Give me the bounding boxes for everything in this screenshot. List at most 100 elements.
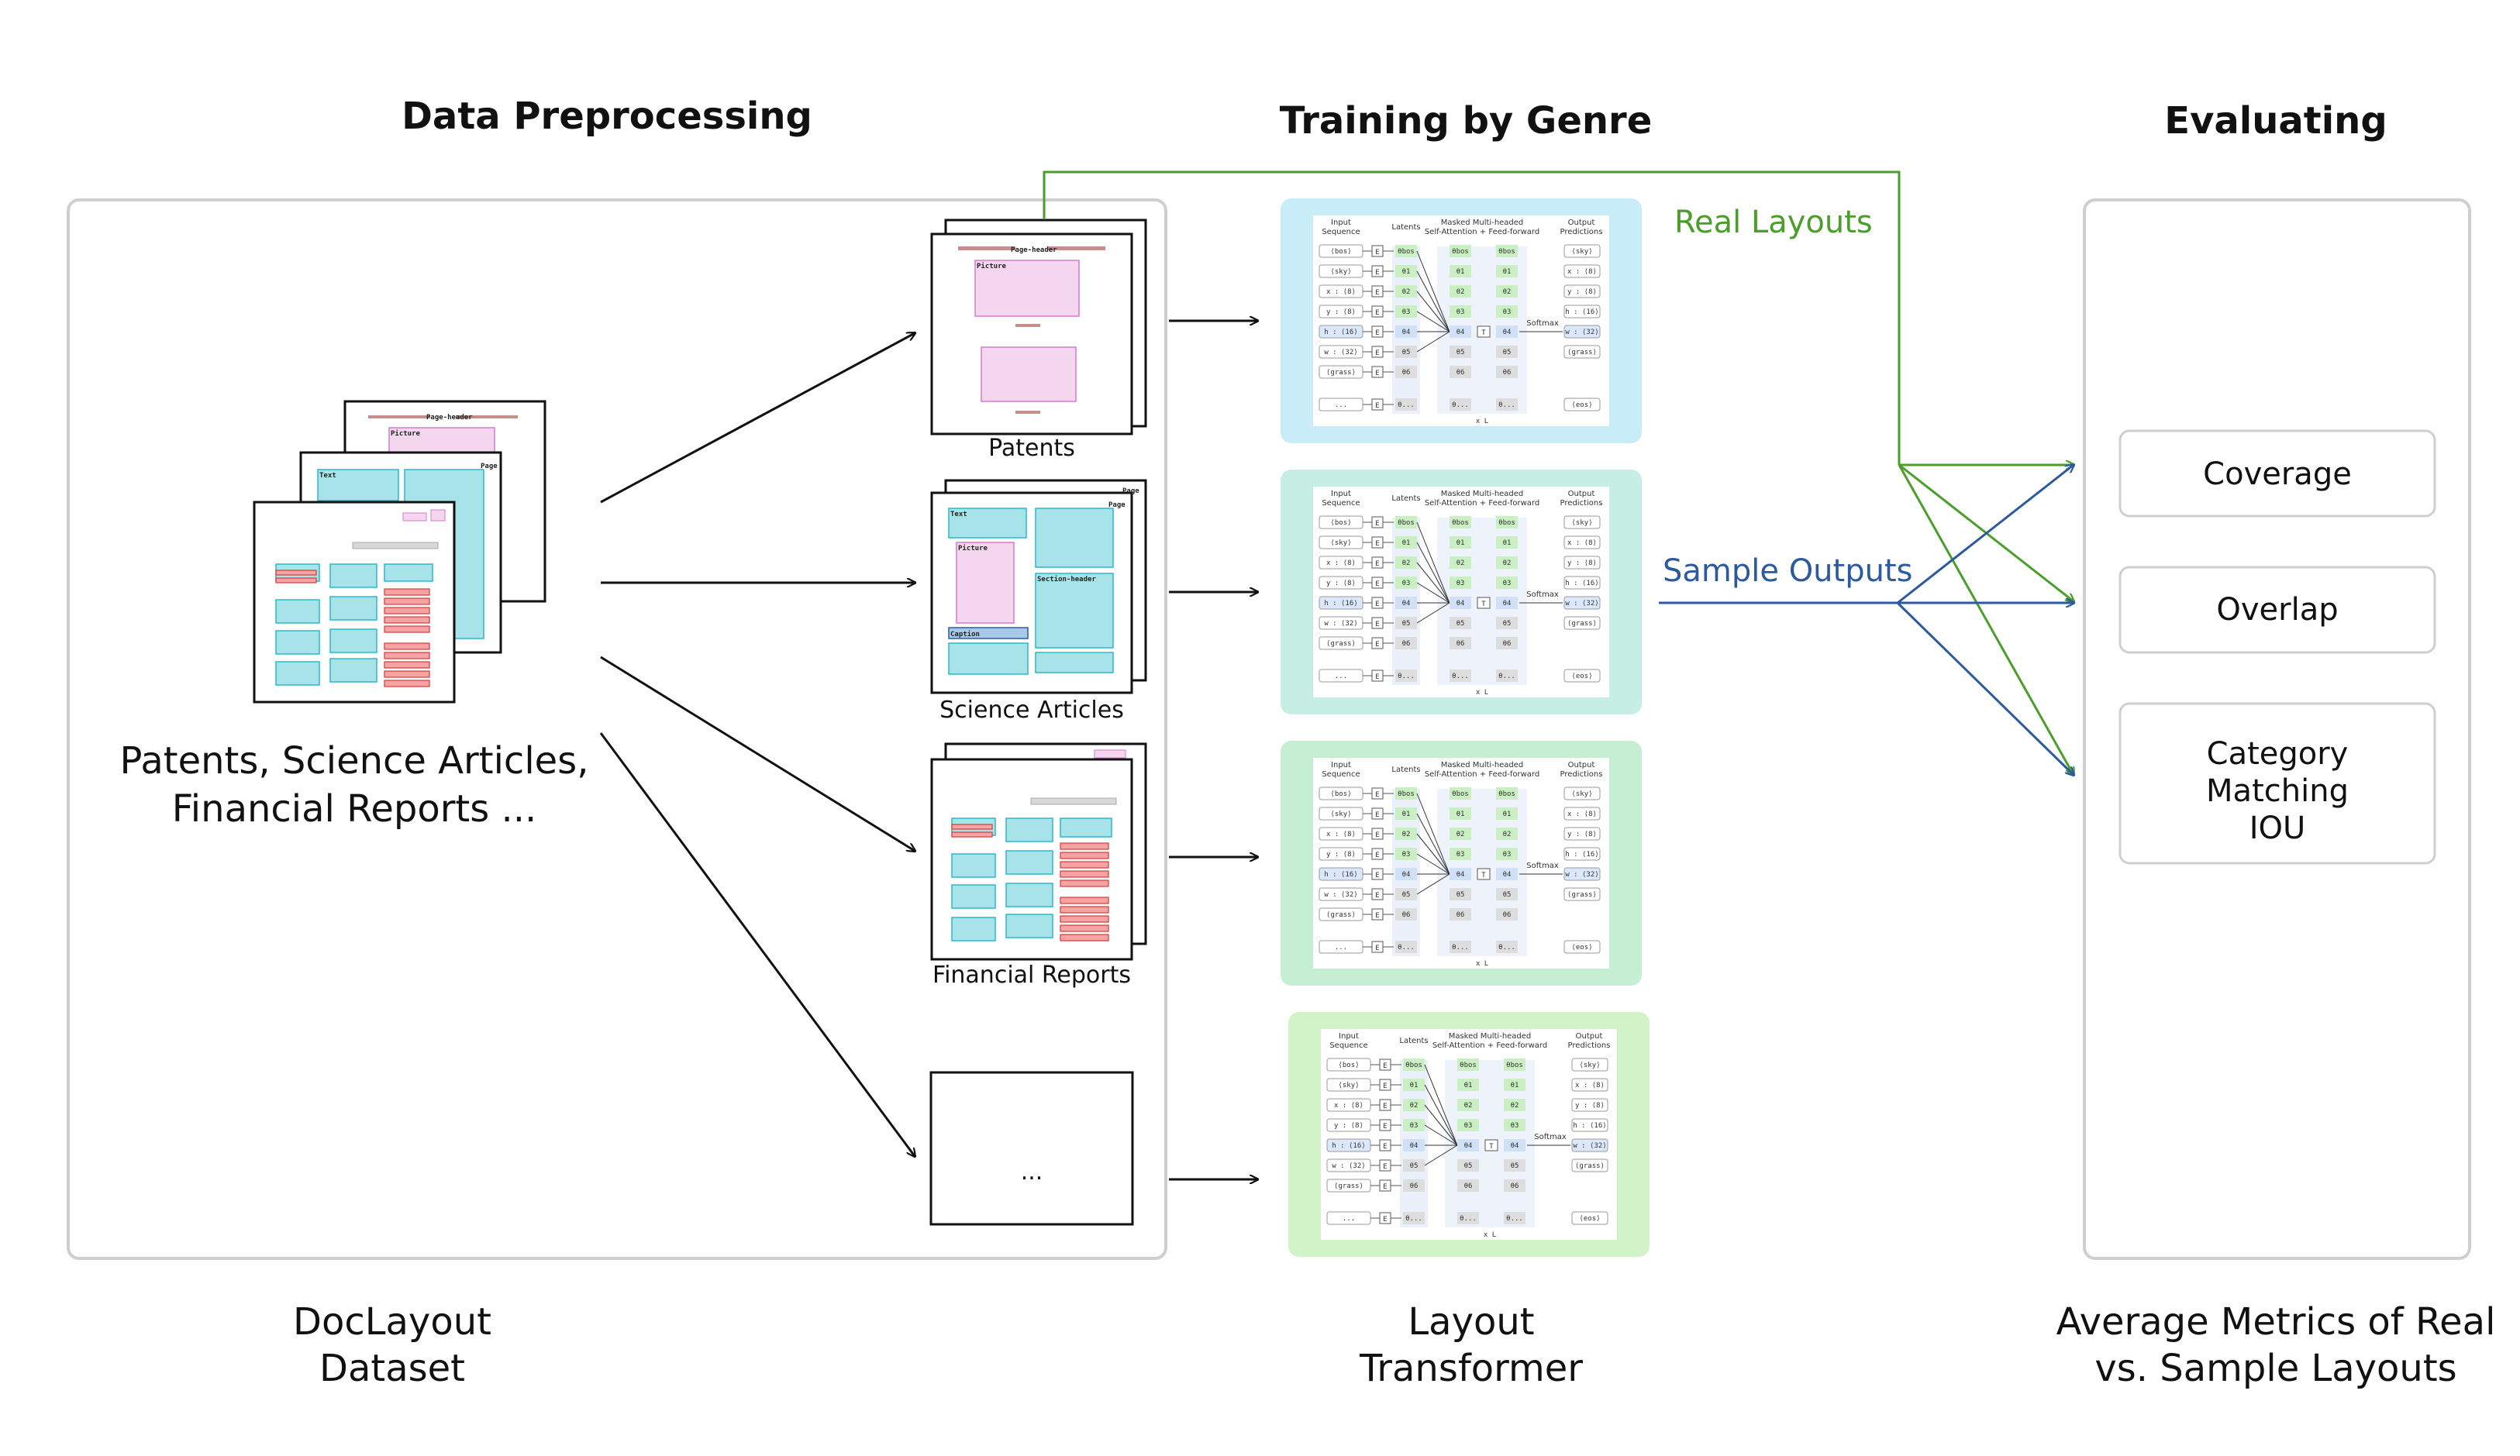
latents-header: Latents xyxy=(1391,766,1420,774)
input-token-label: y : ⟨8⟩ xyxy=(1326,308,1356,316)
output-token-label: ⟨grass⟩ xyxy=(1567,620,1597,628)
transformer-caption-line1: Layout xyxy=(1408,1300,1534,1344)
metrics-caption-line2: vs. Sample Layouts xyxy=(2094,1347,2456,1390)
output-token-label: ⟨eos⟩ xyxy=(1571,401,1592,409)
input-header: Input xyxy=(1331,490,1351,498)
latent-label: θ3 xyxy=(1402,580,1411,587)
latent-token xyxy=(1395,597,1417,609)
latent-label: θ3 xyxy=(1402,851,1411,859)
output-token xyxy=(1563,616,1601,630)
output-token xyxy=(1563,669,1601,683)
latent-label: θ... xyxy=(1405,1215,1422,1223)
svg-text:Page: Page xyxy=(1108,501,1126,509)
input-header: Input xyxy=(1331,219,1351,227)
input-token-label: ⟨grass⟩ xyxy=(1326,640,1356,648)
embed-symbol: E xyxy=(1375,831,1379,839)
attn-token xyxy=(1496,637,1518,649)
output-token xyxy=(1571,1098,1608,1112)
embed-symbol: E xyxy=(1375,791,1379,799)
input-token-label: ⟨grass⟩ xyxy=(1326,369,1356,377)
attn-token-label: θ1 xyxy=(1503,268,1512,276)
attn-token xyxy=(1450,285,1471,298)
embed-symbol: E xyxy=(1375,289,1379,297)
latent-label: θbos xyxy=(1398,248,1415,256)
embed-symbol: E xyxy=(1375,520,1379,528)
svg-text:Text: Text xyxy=(950,511,967,518)
attn-token xyxy=(1450,908,1471,921)
attn-token xyxy=(1496,908,1518,921)
svg-text:Page-header: Page-header xyxy=(1011,246,1057,254)
embed-symbol: E xyxy=(1383,1183,1387,1191)
softmax-label: Softmax xyxy=(1526,862,1559,870)
attn-token-label: θ... xyxy=(1452,401,1469,409)
svg-text:Picture: Picture xyxy=(958,544,988,552)
output-header: Predictions xyxy=(1568,1041,1611,1050)
latent-label: θ2 xyxy=(1402,559,1411,567)
latent-label: θ2 xyxy=(1402,288,1411,296)
output-header: Output xyxy=(1568,219,1595,227)
embed-symbol: E xyxy=(1375,402,1379,410)
attn-token-label: θ2 xyxy=(1456,559,1465,567)
latents-header: Latents xyxy=(1391,223,1420,232)
attn-token xyxy=(1450,366,1471,378)
output-token-label: x : ⟨8⟩ xyxy=(1567,811,1597,818)
attn-token-label: θ3 xyxy=(1456,851,1465,859)
attn-token xyxy=(1450,597,1471,609)
embed-symbol: E xyxy=(1375,811,1379,819)
latent-label: θ1 xyxy=(1402,268,1411,276)
output-token xyxy=(1563,325,1601,339)
attn-token xyxy=(1450,536,1471,549)
latent-token xyxy=(1395,285,1417,298)
attn-token-label: θbos xyxy=(1460,1062,1477,1069)
attn-token-label: θ3 xyxy=(1503,308,1512,316)
svg-text:Picture: Picture xyxy=(977,262,1007,270)
tau-box xyxy=(1477,597,1491,609)
embed-symbol: E xyxy=(1383,1083,1387,1090)
genre-label-science: Science Articles xyxy=(939,697,1124,724)
input-token-label: ⟨grass⟩ xyxy=(1326,911,1356,919)
latent-label: θ4 xyxy=(1410,1142,1419,1150)
tau-symbol: T xyxy=(1481,329,1486,337)
attn-token-label: θ6 xyxy=(1464,1182,1473,1190)
attn-token-label: θ4 xyxy=(1456,329,1465,336)
attn-token xyxy=(1450,637,1471,649)
attn-token xyxy=(1496,325,1518,338)
attention-header: Self-Attention + Feed-forward xyxy=(1425,228,1539,236)
attn-token xyxy=(1496,868,1518,880)
attn-token xyxy=(1450,556,1471,569)
attn-token xyxy=(1496,941,1518,953)
svg-text:Category: Category xyxy=(2207,736,2349,772)
latent-label: θ6 xyxy=(1402,640,1411,648)
layers-note: x L xyxy=(1476,689,1488,697)
attn-token-label: θbos xyxy=(1498,790,1515,798)
attn-token-label: θ5 xyxy=(1456,349,1465,356)
output-token xyxy=(1563,787,1601,800)
embed-symbol: E xyxy=(1383,1062,1387,1070)
input-token-label: y : ⟨8⟩ xyxy=(1326,580,1356,587)
input-token-label: w : ⟨32⟩ xyxy=(1324,620,1357,628)
latent-token xyxy=(1395,617,1417,629)
attn-token-label: θ4 xyxy=(1503,600,1512,608)
input-header: Input xyxy=(1331,761,1351,769)
svg-text:Caption: Caption xyxy=(950,630,980,639)
input-token-label: ⟨bos⟩ xyxy=(1330,248,1351,256)
output-token-label: ⟨eos⟩ xyxy=(1571,944,1592,952)
latent-label: θ5 xyxy=(1402,620,1411,628)
tau-box xyxy=(1484,1139,1498,1151)
latent-label: θ4 xyxy=(1402,600,1411,608)
real-layouts-label: Real Layouts xyxy=(1674,205,1873,240)
output-token xyxy=(1563,940,1601,954)
science-doc-stack: Page Page Text Picture Section-header Ca… xyxy=(930,479,1147,694)
attention-header: Masked Multi-headed xyxy=(1441,761,1524,769)
attn-token xyxy=(1496,807,1518,820)
attn-token-label: θ5 xyxy=(1503,891,1512,899)
svg-text:Text: Text xyxy=(319,472,336,480)
attn-token xyxy=(1496,597,1518,609)
attn-token xyxy=(1457,1119,1479,1131)
output-token-label: y : ⟨8⟩ xyxy=(1567,288,1597,296)
attn-token xyxy=(1496,828,1518,840)
attn-token-label: θ2 xyxy=(1464,1102,1473,1110)
attn-token-label: θ6 xyxy=(1503,640,1512,648)
latent-token xyxy=(1403,1119,1425,1131)
